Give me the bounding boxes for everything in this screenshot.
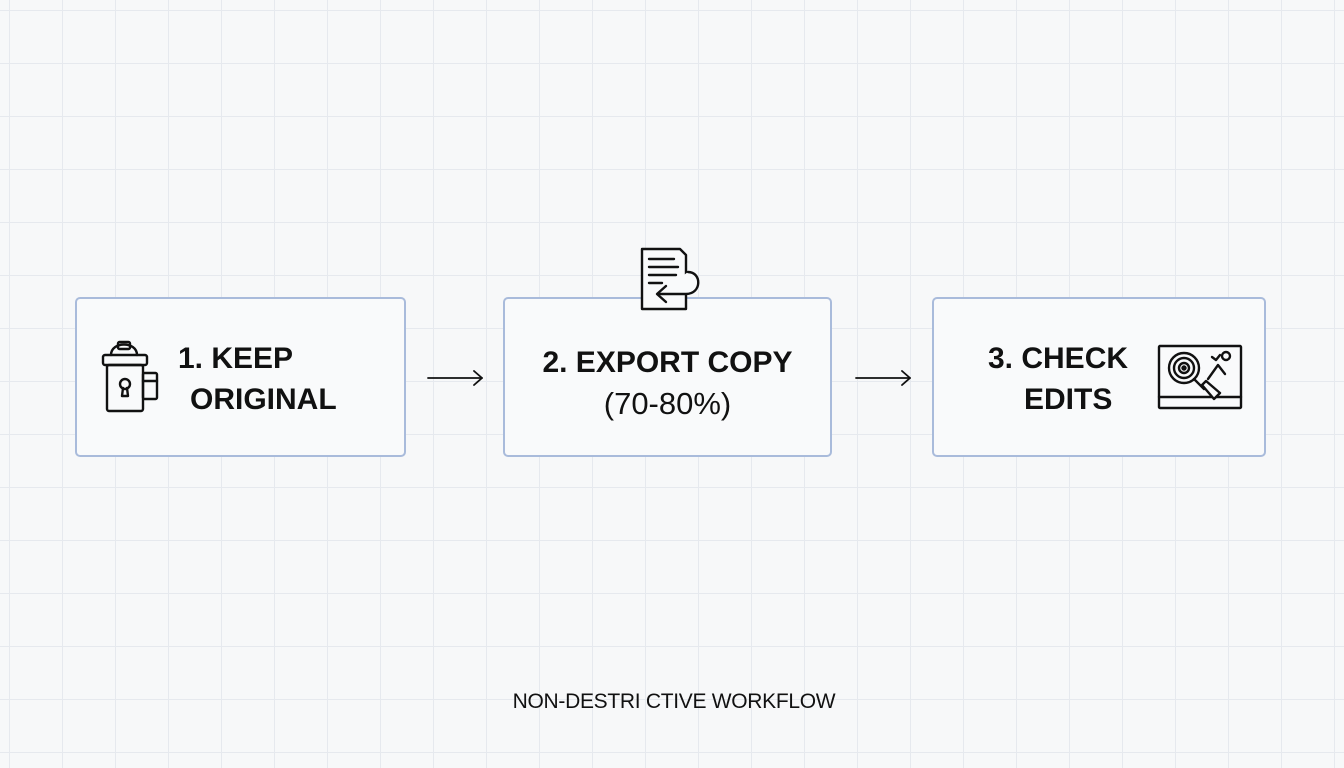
padlock-icon bbox=[99, 333, 163, 417]
diagram-caption: NON-DESTRI CTIVE WORKFLOW bbox=[512, 690, 836, 713]
step-label-line-2: EDITS bbox=[1024, 383, 1113, 416]
step-label-keep-original: 1. KEEP ORIGINAL bbox=[178, 338, 337, 420]
arrow-right-icon bbox=[854, 366, 914, 390]
step-box-export-copy bbox=[503, 297, 832, 457]
arrow-right-icon bbox=[426, 366, 486, 390]
step-label-export-copy: 2. EXPORT COPY (70-80%) bbox=[503, 342, 832, 424]
step-label-line-2: (70-80%) bbox=[603, 386, 732, 421]
image-magnify-icon bbox=[1156, 343, 1244, 413]
document-export-icon bbox=[636, 245, 708, 315]
step-label-check-edits: 3. CHECK EDITS bbox=[988, 338, 1128, 420]
step-label-line-1: 1. KEEP bbox=[178, 342, 294, 375]
step-label-line-1: 2. EXPORT COPY bbox=[542, 346, 793, 379]
step-label-line-1: 3. CHECK bbox=[988, 342, 1129, 375]
step-label-line-2: ORIGINAL bbox=[190, 383, 337, 416]
step-box-keep-original bbox=[75, 297, 406, 457]
